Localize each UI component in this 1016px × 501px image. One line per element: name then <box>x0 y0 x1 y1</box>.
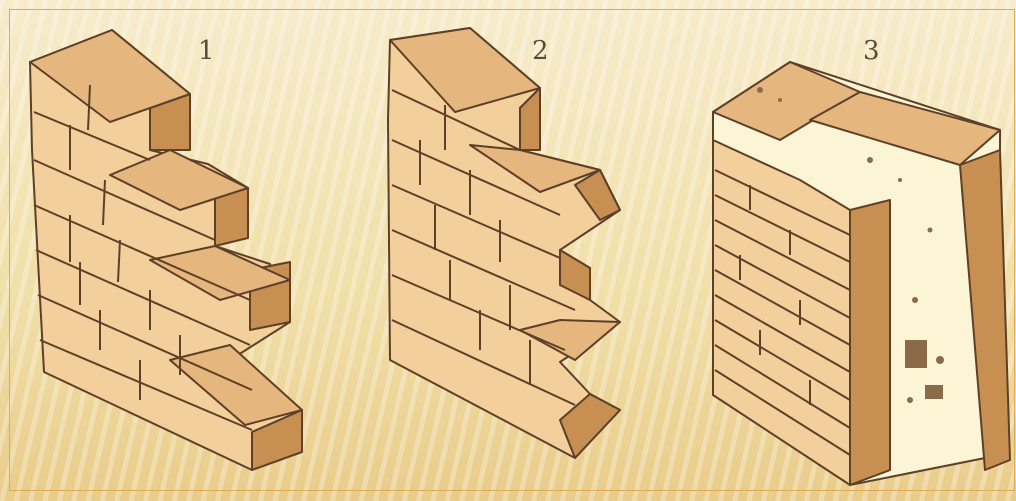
figure-2-wall <box>388 28 620 458</box>
figure-1-label: 1 <box>198 36 215 66</box>
figure-3-label: 3 <box>863 36 880 66</box>
figure-2-label: 2 <box>532 36 549 66</box>
figure-1-wall <box>30 30 302 470</box>
figure-3-wall <box>713 62 1010 485</box>
